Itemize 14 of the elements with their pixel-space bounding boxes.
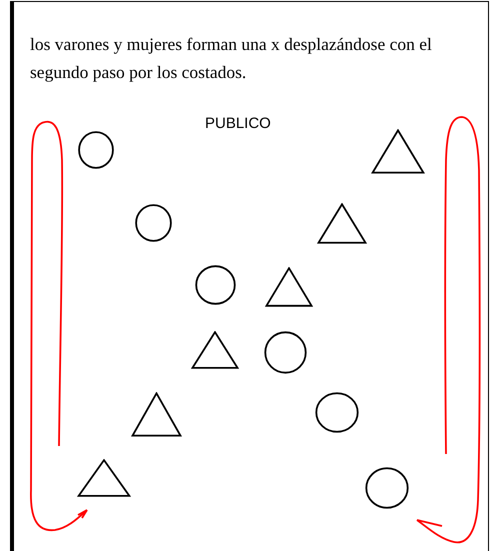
- triangle-shape: [317, 203, 367, 244]
- triangle-shape: [371, 129, 425, 174]
- circle-shape: [195, 265, 236, 305]
- triangle-shape: [265, 267, 313, 307]
- triangle-shape: [191, 331, 239, 369]
- instruction-text: los varones y mujeres forman una x desplazándose con el segundo paso por los costados.: [30, 33, 433, 84]
- circle-shape: [264, 331, 307, 374]
- circle-shape: [315, 392, 359, 433]
- audience-label: PUBLICO: [205, 114, 271, 134]
- triangle-shape: [131, 392, 182, 437]
- circle-shape: [135, 204, 172, 242]
- circle-shape: [365, 467, 409, 509]
- triangle-shape: [77, 459, 131, 497]
- circle-shape: [78, 131, 114, 169]
